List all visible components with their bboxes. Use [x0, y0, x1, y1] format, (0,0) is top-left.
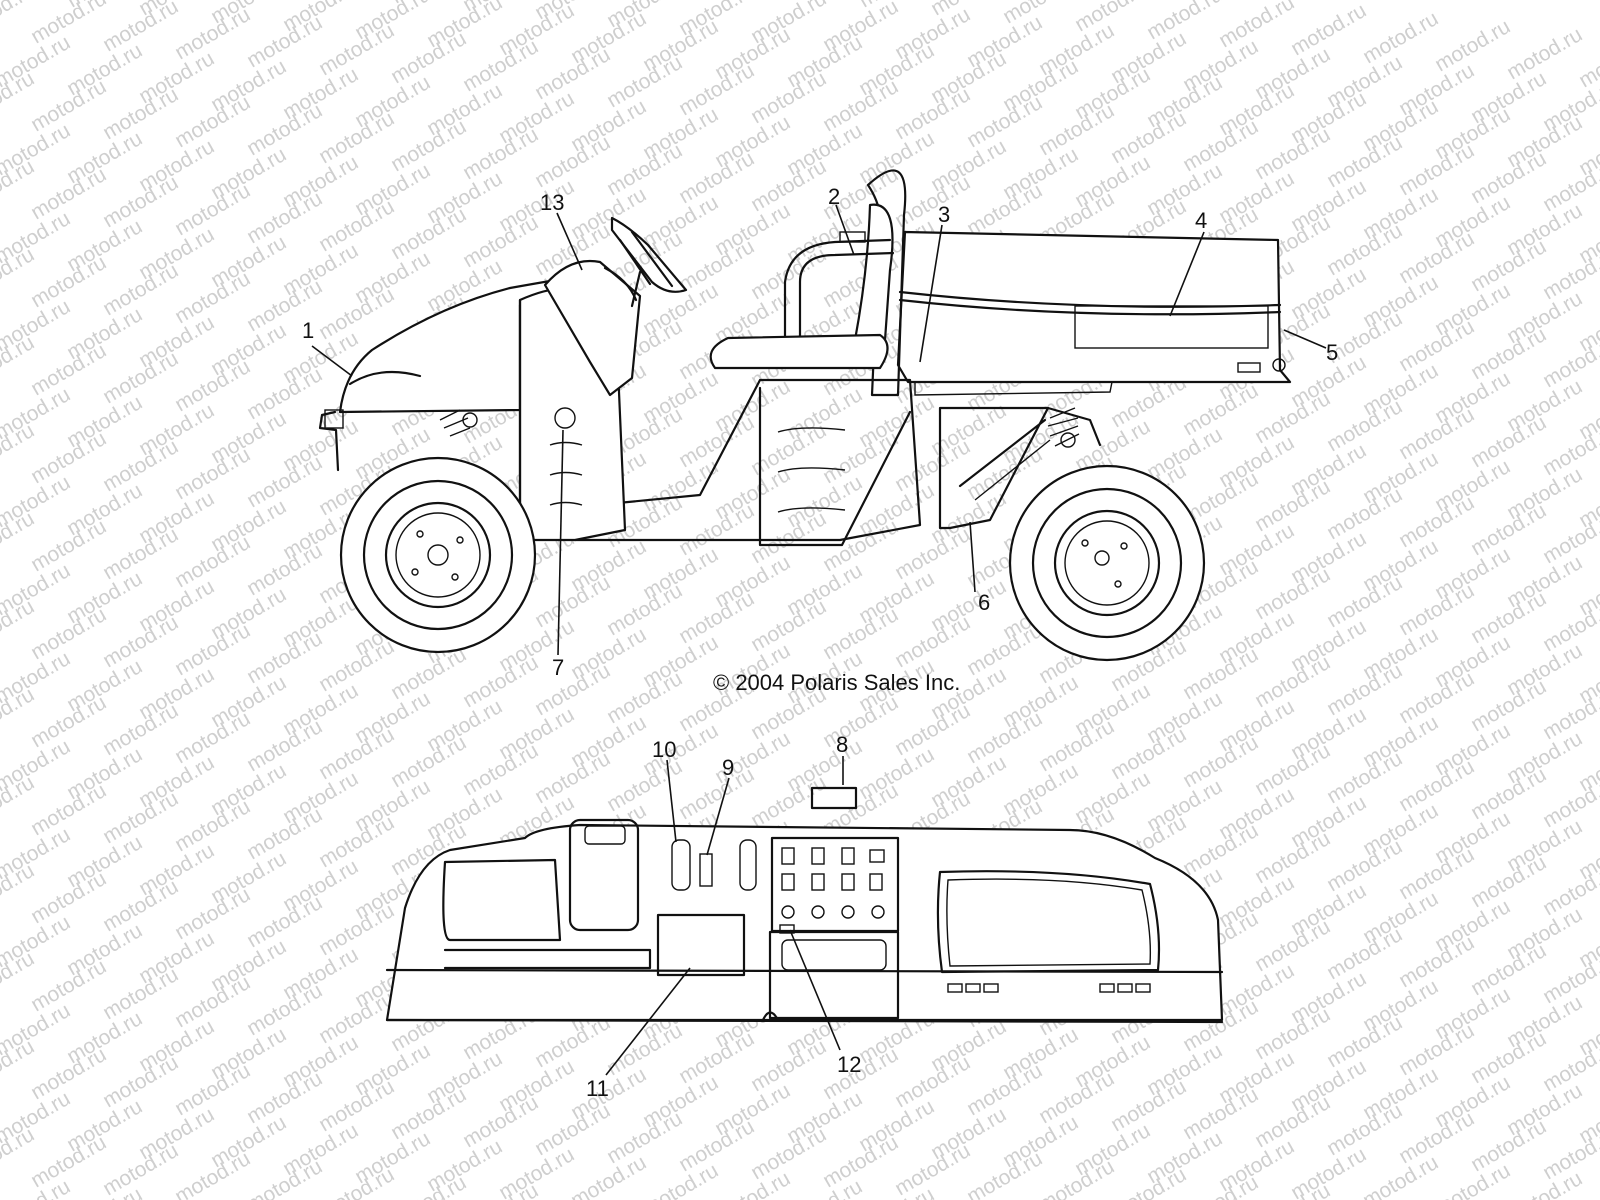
watermark-text: motod.ru — [1431, 15, 1514, 76]
callout-3: 3 — [938, 202, 950, 227]
callout-8: 8 — [836, 732, 848, 757]
vehicle-side-view — [318, 169, 1292, 662]
watermark-text: motod.ru — [1503, 23, 1586, 84]
watermark-text: motod.ru — [1359, 7, 1442, 68]
watermark-text: motod.ru — [1287, 0, 1370, 60]
callout-numbers: 1 2 3 4 5 6 7 8 9 10 11 12 13 — [302, 184, 1338, 1101]
callout-1: 1 — [302, 318, 314, 343]
callout-11: 11 — [586, 1076, 609, 1101]
callout-4: 4 — [1195, 208, 1207, 233]
callout-2: 2 — [828, 184, 840, 209]
dashboard-front-view — [385, 786, 1224, 1024]
callout-9: 9 — [722, 755, 734, 780]
callout-13: 13 — [540, 190, 564, 215]
callout-5: 5 — [1326, 340, 1338, 365]
copyright-notice: © 2004 Polaris Sales Inc. — [713, 670, 960, 695]
watermark-text: motod.ru — [27, 0, 110, 48]
callout-10: 10 — [652, 737, 676, 762]
watermark-text: motod.ru — [1215, 0, 1298, 52]
callout-12: 12 — [837, 1052, 861, 1077]
callout-7: 7 — [552, 655, 564, 680]
callout-6: 6 — [978, 590, 990, 615]
leader-lines — [311, 204, 1327, 1076]
